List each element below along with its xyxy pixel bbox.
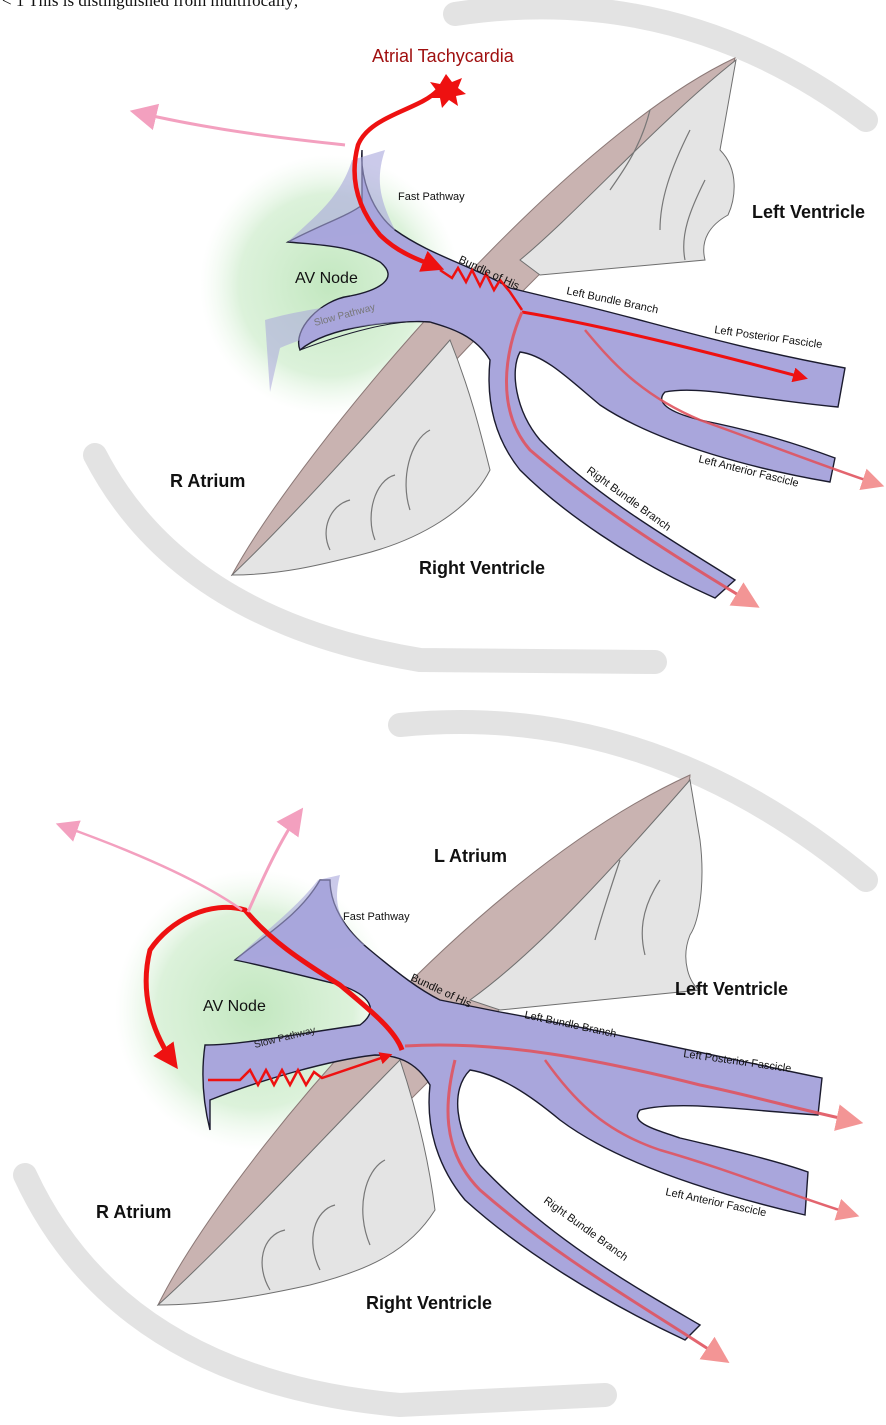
r-atrium-label: R Atrium — [170, 471, 245, 491]
fast-pathway-label: Fast Pathway — [398, 191, 465, 203]
atrial-tachycardia-title: Atrial Tachycardia — [372, 46, 515, 66]
diagram-1: Atrial Tachycardia Fast Pathway AV Node … — [95, 7, 880, 662]
left-ventricle-muscle — [470, 780, 702, 1010]
diagram-2: L Atrium Fast Pathway AV Node Slow Pathw… — [25, 722, 866, 1405]
left-ventricle-label: Left Ventricle — [675, 979, 788, 999]
right-ventricle-label: Right Ventricle — [419, 558, 545, 578]
av-node-label: AV Node — [295, 270, 358, 287]
r-atrium-label: R Atrium — [96, 1202, 171, 1222]
left-ventricle-muscle — [520, 60, 736, 275]
retrograde-arrow — [135, 112, 345, 145]
left-ventricle-label: Left Ventricle — [752, 202, 865, 222]
fast-pathway-label: Fast Pathway — [343, 911, 410, 923]
right-ventricle-label: Right Ventricle — [366, 1293, 492, 1313]
l-atrium-label: L Atrium — [434, 846, 507, 866]
av-node-label: AV Node — [203, 998, 266, 1015]
ectopic-focus-star — [430, 74, 466, 108]
